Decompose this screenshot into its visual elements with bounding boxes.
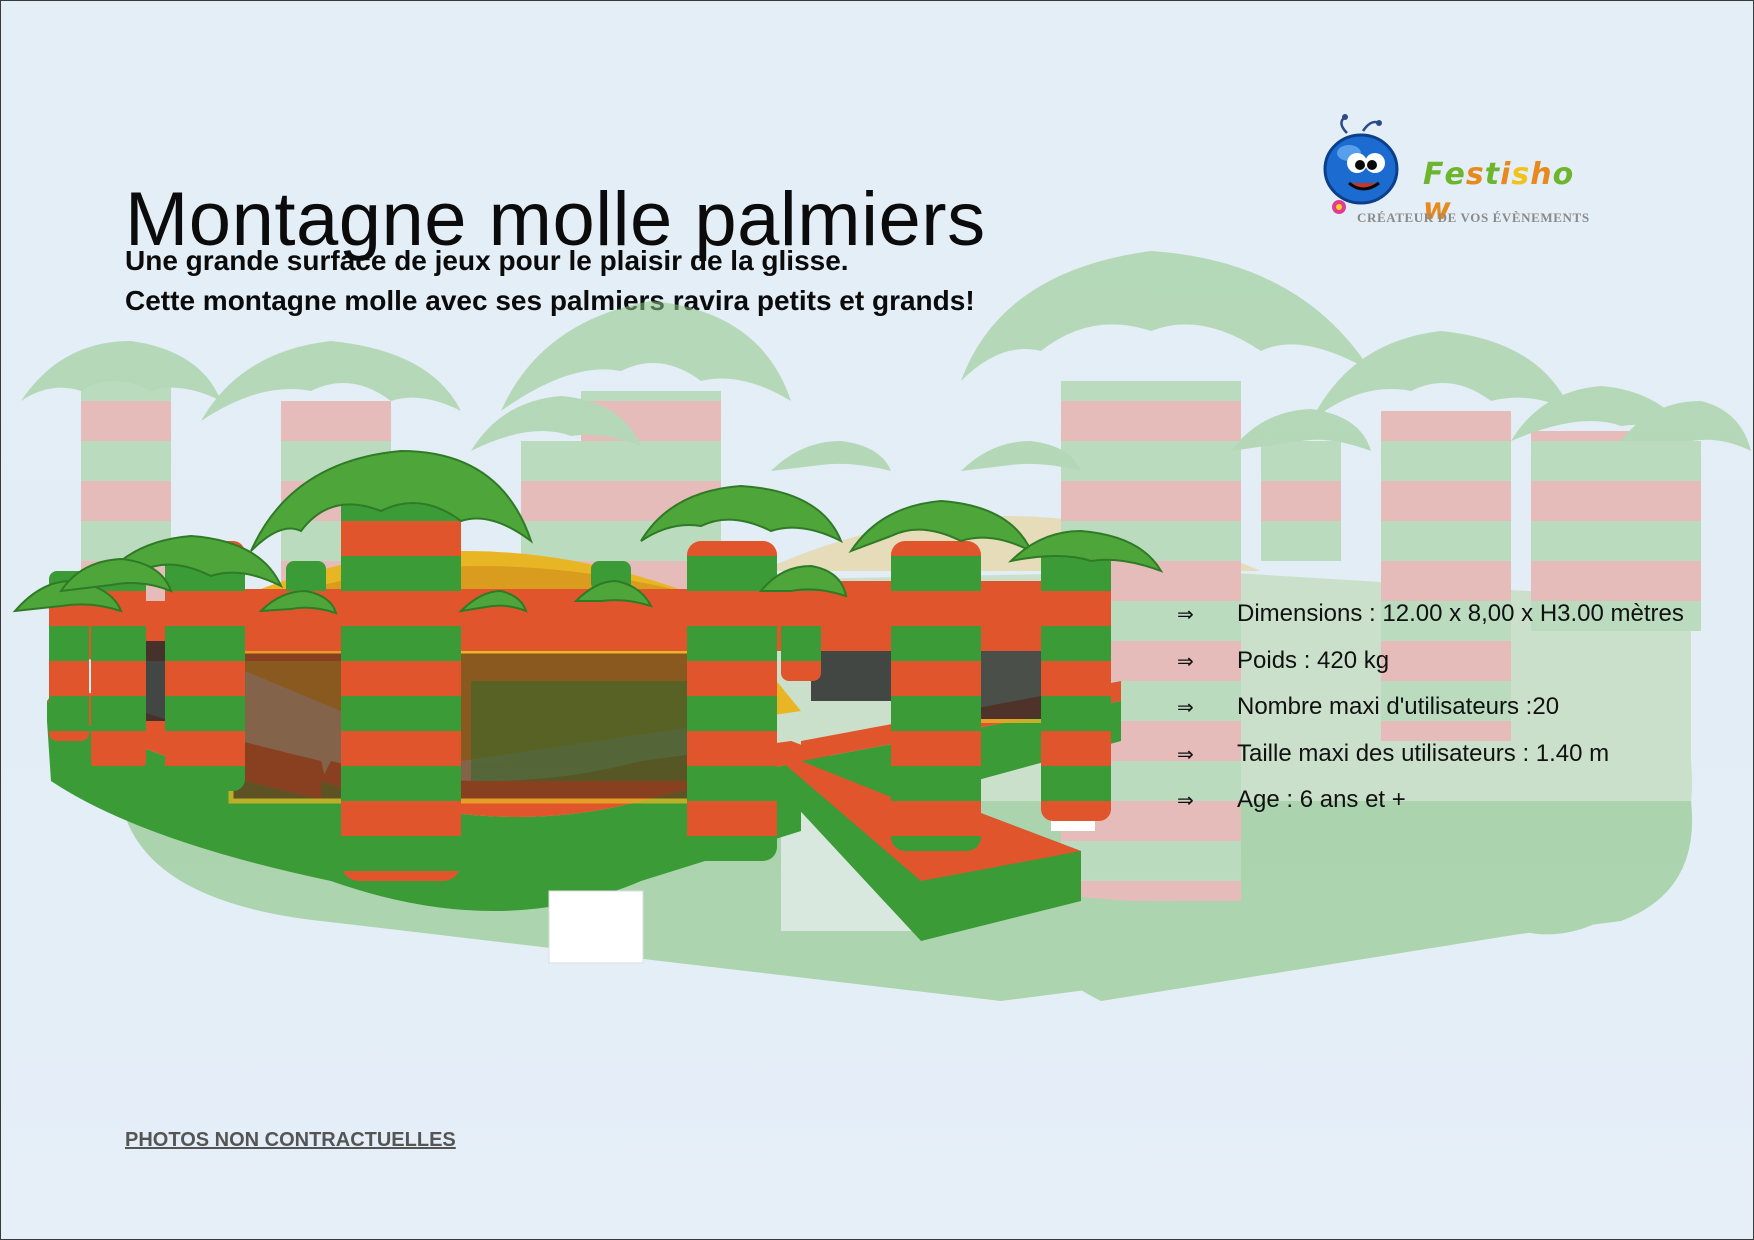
double-arrow-right-icon: ⇒ [1177, 788, 1194, 813]
logo-letter: F [1423, 157, 1445, 192]
double-arrow-right-icon: ⇒ [1177, 695, 1194, 720]
spec-text: Poids : 420 kg [1237, 646, 1390, 674]
foreground-inflatable [12, 449, 1164, 964]
logo-letter: h [1530, 157, 1553, 192]
spec-item-age: ⇒ Age : 6 ans et + [1177, 777, 1684, 824]
spec-item-max-height: ⇒ Taille maxi des utilisateurs : 1.40 m [1177, 731, 1684, 778]
festishow-mascot-logo-icon [1323, 114, 1399, 214]
logo-letter: o [1552, 157, 1575, 192]
palm-leaves [12, 449, 1164, 615]
spec-text: Dimensions : 12.00 x 8,00 x H3.00 mètres [1237, 600, 1684, 628]
logo-letter: s [1465, 157, 1485, 192]
double-arrow-right-icon: ⇒ [1177, 602, 1194, 627]
spec-list: ⇒ Dimensions : 12.00 x 8,00 x H3.00 mètr… [1177, 591, 1684, 824]
spec-text: Nombre maxi d'utilisateurs :20 [1237, 693, 1560, 721]
subtitle-line-2: Cette montagne molle avec ses palmiers r… [125, 285, 975, 316]
festishow-wordmark: Festishow [1423, 157, 1599, 227]
festishow-logo: Festishow CRÉATEUR DE VOS ÉVÈNEMENTS [1319, 113, 1599, 233]
logo-letter: s [1511, 157, 1531, 192]
subtitle-line-1: Une grande surface de jeux pour le plais… [125, 245, 849, 276]
disclaimer: PHOTOS NON CONTRACTUELLES [125, 1129, 456, 1151]
spec-item-weight: ⇒ Poids : 420 kg [1177, 638, 1684, 685]
palm-trunks [49, 481, 1111, 881]
double-arrow-right-icon: ⇒ [1177, 648, 1194, 673]
inflatable-photo [12, 251, 1751, 1001]
subtitle: Une grande surface de jeux pour le plais… [125, 241, 975, 321]
logo-letter: t [1484, 157, 1501, 192]
logo-letter: i [1500, 157, 1512, 192]
faded-palm-leaves [21, 251, 1751, 471]
logo-letter: w [1423, 192, 1452, 227]
spec-item-max-users: ⇒ Nombre maxi d'utilisateurs :20 [1177, 684, 1684, 731]
spec-item-dimensions: ⇒ Dimensions : 12.00 x 8,00 x H3.00 mètr… [1177, 591, 1684, 638]
logo-letter: e [1444, 157, 1466, 192]
spec-text: Age : 6 ans et + [1237, 786, 1406, 814]
spec-text: Taille maxi des utilisateurs : 1.40 m [1237, 739, 1610, 767]
logo-tagline: CRÉATEUR DE VOS ÉVÈNEMENTS [1357, 210, 1590, 225]
double-arrow-right-icon: ⇒ [1177, 741, 1194, 766]
page-title: Montagne molle palmiers [125, 176, 986, 262]
